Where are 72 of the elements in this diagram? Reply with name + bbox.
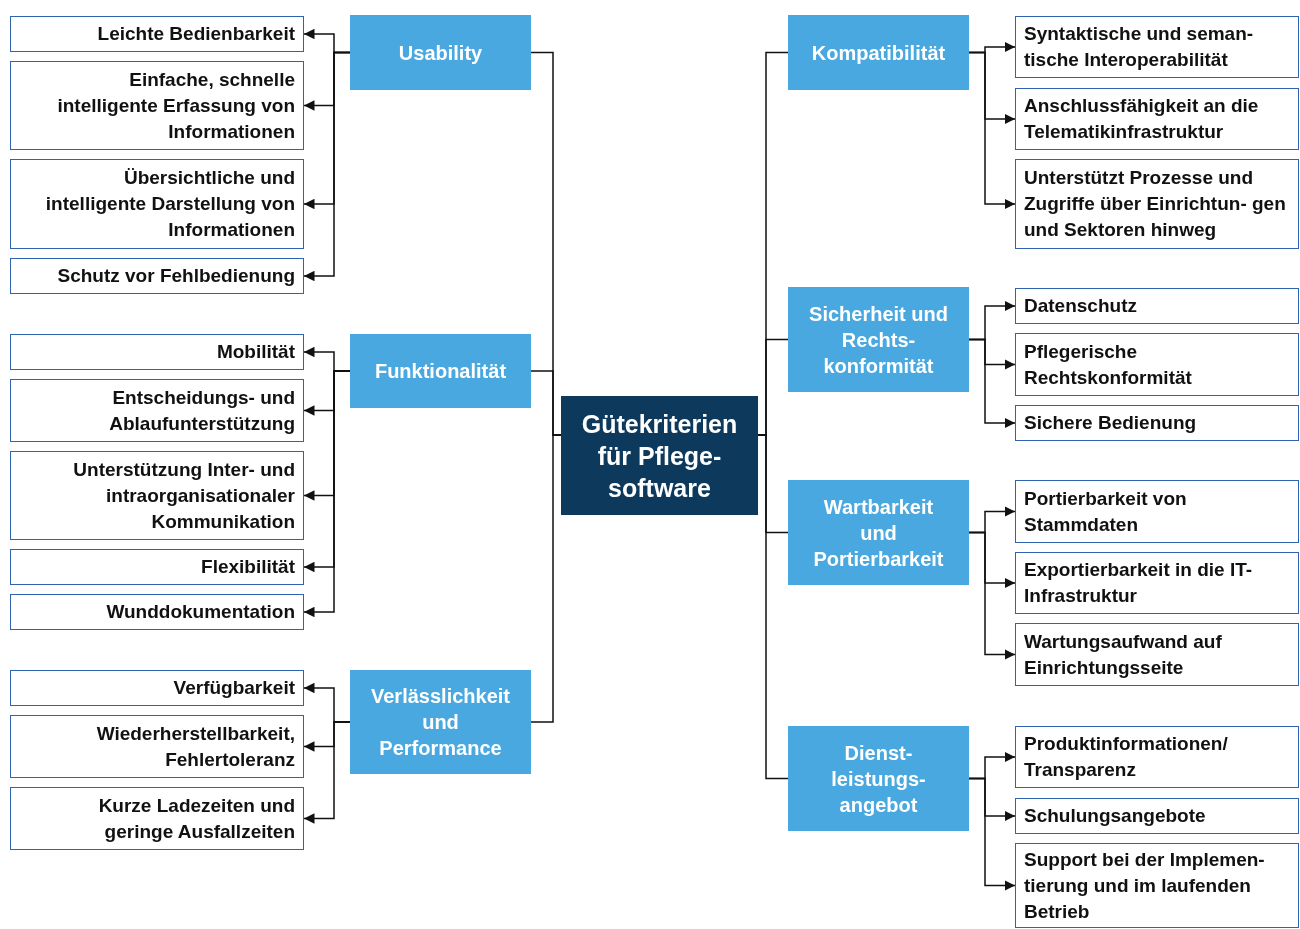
criterion-box (10, 670, 304, 706)
criterion-label: Entscheidungs- und Ablaufunterstützung (108, 385, 295, 436)
connector-line (530, 434, 562, 723)
criterion-label: Support bei der Implemen- tierung und im laufenden Betrieb (1024, 847, 1266, 924)
criterion-label: Mobilität (216, 340, 295, 364)
criterion-box (1015, 480, 1299, 543)
criterion-label: Wunddokumentation (106, 600, 295, 624)
arrow (968, 531, 1016, 660)
category-box (788, 287, 969, 392)
criterion-box (1015, 159, 1299, 249)
criterion-label: Wartungsaufwand auf Einrichtungsseite (1024, 629, 1223, 680)
category-label: Funktionalität (374, 359, 507, 384)
arrow (303, 721, 351, 824)
category-box (350, 334, 531, 408)
criterion-label: Übersichtliche und intelligente Darstellung von Informationen (44, 166, 295, 242)
criterion-label: Verfügbarkeit (173, 676, 295, 700)
criterion-label: Syntaktische und seman- tische Interoperabilität (1024, 22, 1255, 72)
criterion-label: Portierbarkeit von Stammdaten (1024, 486, 1188, 537)
criterion-label: Wiederherstellbarkeit, Fehlertoleranz (95, 721, 295, 772)
category-box (788, 480, 969, 585)
criterion-box (1015, 552, 1299, 614)
criterion-box (1015, 88, 1299, 150)
criterion-label: Leichte Bedienbarkeit (97, 22, 295, 46)
arrow (968, 777, 1016, 891)
criterion-box (10, 258, 304, 294)
criterion-label: Schutz vor Fehlbedienung (57, 264, 295, 288)
criterion-label: Schulungsangebote (1024, 804, 1206, 828)
category-label: Usability (398, 40, 483, 66)
criterion-label: Datenschutz (1024, 294, 1137, 318)
criterion-label: Exportierbarkeit in die IT-Infrastruktur (1024, 558, 1254, 608)
criterion-box (1015, 843, 1299, 928)
arrow (968, 51, 1016, 210)
criterion-label: Pflegerische Rechtskonformität (1024, 339, 1193, 390)
criterion-label: Produktinformationen/ Transparenz (1024, 732, 1229, 782)
arrow (968, 338, 1016, 429)
criterion-box (10, 594, 304, 630)
arrow (303, 370, 351, 618)
criterion-box (10, 715, 304, 778)
root-criterion-box (561, 396, 758, 515)
criterion-box (10, 379, 304, 442)
criterion-label: Flexibilität (201, 555, 295, 579)
criterion-box (10, 787, 304, 850)
criterion-box (1015, 623, 1299, 686)
criterion-label: Kurze Ladezeiten und geringe Ausfallzeiten (97, 793, 295, 844)
criterion-label: Unterstützt Prozesse und Zugriffe über Einrichtun- gen und Sektoren hinweg (1024, 166, 1287, 242)
criterion-box (10, 159, 304, 249)
criterion-box (1015, 333, 1299, 396)
criterion-box (1015, 288, 1299, 324)
criterion-box (10, 61, 304, 150)
criterion-label: Unterstützung Inter- und intraorganisationaler Kommunikation (72, 457, 295, 534)
criterion-box (1015, 798, 1299, 834)
criterion-box (1015, 726, 1299, 788)
criterion-box (1015, 16, 1299, 78)
criterion-box (10, 451, 304, 540)
criterion-box (10, 549, 304, 585)
criterion-label: Anschlussfähigkeit an die Telematikinfrastruktur (1024, 94, 1260, 144)
category-box (350, 15, 531, 90)
category-box (350, 670, 531, 774)
criterion-label: Sichere Bedienung (1024, 411, 1197, 435)
category-box (788, 726, 969, 831)
criterion-box (10, 334, 304, 370)
category-label: Dienst- leistungs- angebot (830, 740, 927, 818)
category-label: Sicherheit und Rechts- konformität (808, 301, 949, 379)
criterion-box (10, 16, 304, 52)
criterion-label: Einfache, schnelle intelligente Erfassung von Informationen (56, 67, 295, 144)
category-label: Kompatibilität (811, 40, 946, 66)
arrow (303, 51, 351, 282)
category-label: Gütekriterien für Pflege- software (580, 408, 739, 504)
category-label: Verlässlichkeit und Performance (370, 684, 511, 761)
category-box (788, 15, 969, 90)
criterion-box (1015, 405, 1299, 441)
category-label: Wartbarkeit und Portierbarkeit (812, 494, 945, 572)
